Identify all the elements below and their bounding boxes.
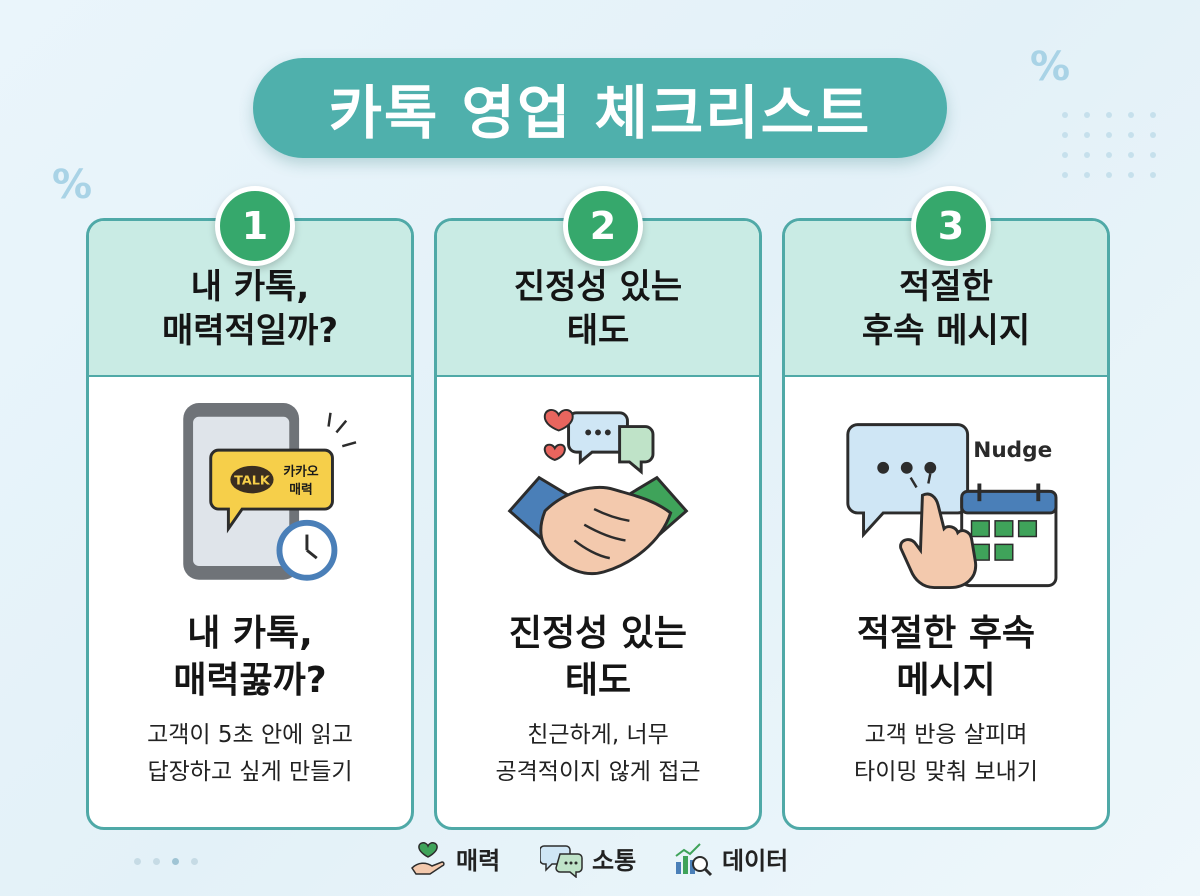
step-badge-1: 1: [215, 186, 295, 266]
percent-decoration-left: %: [52, 162, 93, 208]
card-subheading: 적절한 후속 메시지: [856, 613, 1036, 701]
step-badge-2: 2: [563, 186, 643, 266]
nudge-calendar-icon: Nudge: [846, 423, 1058, 590]
nudge-label: Nudge: [973, 438, 1052, 463]
legend-label: 소통: [592, 846, 637, 875]
legend-label: 데이터: [722, 846, 789, 875]
checklist-card-1: 내 카톡, 매력적일까? TALK 카카오 매력 내 카톡, 매력꿇까? 고객이…: [86, 218, 414, 830]
chart-magnifier-icon: [675, 843, 713, 877]
chat-bubbles-icon: [540, 845, 583, 878]
step-badge-3: 3: [911, 186, 991, 266]
step-number: 1: [241, 204, 269, 248]
card-description: 친근하게, 너무 공격적이지 않게 접근: [495, 722, 701, 785]
card-header: 적절한 후속 메시지: [785, 221, 1107, 377]
legend-item-data: 데이터: [672, 838, 788, 878]
svg-text:카카오: 카카오: [283, 465, 318, 480]
legend-item-communication: 소통: [540, 838, 636, 878]
legend-label: 매력: [456, 846, 501, 875]
checklist-card-3: 적절한 후속 메시지 Nudge 적절한 후속 메시지 고객 반응 살피며 타이…: [782, 218, 1110, 830]
talk-logo: TALK: [234, 473, 271, 488]
title-banner: 카톡 영업 체크리스트: [253, 58, 947, 158]
card-heading: 내 카톡, 매력적일까?: [161, 266, 339, 351]
heart-hand-icon: [411, 842, 445, 875]
pager-dots: [134, 858, 198, 865]
dot-grid-decoration: [1062, 112, 1158, 178]
handshake-icon: [507, 409, 689, 575]
page-title: 카톡 영업 체크리스트: [328, 79, 872, 147]
percent-decoration-right: %: [1030, 44, 1071, 90]
card-description: 고객이 5초 안에 읽고 답장하고 싶게 만들기: [147, 722, 353, 785]
card-heading: 진정성 있는 태도: [513, 266, 683, 351]
step-number: 3: [937, 204, 965, 248]
card-heading: 적절한 후속 메시지: [861, 266, 1031, 351]
step-number: 2: [589, 204, 617, 248]
checklist-card-2: 진정성 있는 태도 진정성 있는 태도 친근하게, 너무 공격적이지 않게 접근: [434, 218, 762, 830]
card-subheading: 내 카톡, 매력꿇까?: [173, 613, 327, 701]
svg-text:매력: 매력: [289, 482, 312, 497]
legend-item-charm: 매력: [408, 838, 500, 878]
phone-talk-icon: TALK 카카오 매력: [183, 403, 357, 581]
card-description: 고객 반응 살피며 타이밍 맞춰 보내기: [854, 722, 1038, 785]
card-subheading: 진정성 있는 태도: [508, 613, 688, 701]
